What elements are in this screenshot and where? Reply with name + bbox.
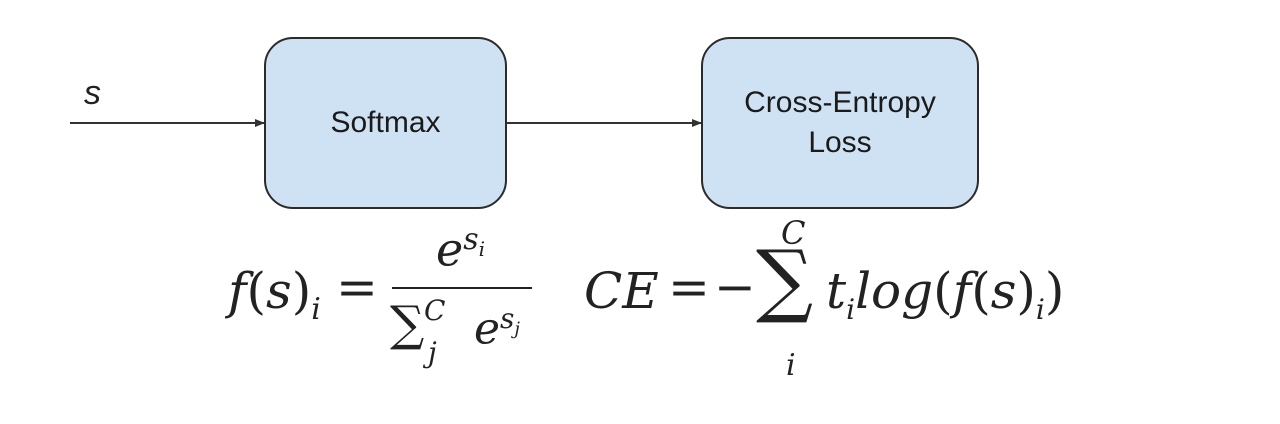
softmax-label-text: Softmax — [330, 105, 441, 139]
ce-equals: = — [668, 258, 710, 316]
ce-log: log — [855, 262, 934, 320]
ce-f: f — [952, 262, 972, 320]
softmax-label: Softmax — [265, 38, 506, 208]
ce-lhs: CE — [584, 262, 659, 320]
denominator-sum-upper: C — [424, 294, 446, 327]
softmax-lhs: f(s)i — [228, 262, 321, 327]
ce-sum-lower: i — [786, 348, 796, 383]
softmax-numerator: esi — [436, 222, 485, 276]
softmax-lhs-open: ( — [246, 262, 267, 320]
cross-entropy-box — [701, 37, 979, 209]
ce-minus: − — [714, 258, 756, 316]
ce-paren-open: ( — [933, 262, 953, 320]
ce-t: t — [826, 262, 847, 320]
ce-s: s — [990, 262, 1017, 320]
ce-sum-upper: C — [781, 214, 806, 252]
softmax-lhs-s: s — [266, 262, 292, 320]
softmax-lhs-f: f — [228, 262, 247, 320]
denominator-sum: ∑ — [390, 296, 425, 352]
ce-inner-close: ) — [1016, 262, 1036, 320]
input-label: s — [84, 74, 101, 112]
denominator-sup: sj — [500, 302, 521, 340]
softmax-equals: = — [336, 258, 378, 316]
denominator-base: e — [474, 303, 501, 355]
ce-sum: ∑ — [756, 233, 814, 326]
numerator-base: e — [436, 222, 464, 277]
denominator-exp: esj — [474, 302, 520, 355]
cross-entropy-label-line1: Cross-Entropy — [744, 85, 936, 119]
cross-entropy-label-line2: Loss — [808, 126, 872, 159]
ce-rhs: tilog(f(s)i) — [826, 262, 1064, 326]
ce-t-sub: i — [846, 293, 856, 326]
numerator-sup: si — [463, 222, 486, 261]
fraction-bar — [392, 287, 532, 289]
cross-entropy-label: Cross-Entropy Loss — [702, 38, 978, 208]
softmax-lhs-close: ) — [291, 262, 312, 320]
softmax-lhs-sub: i — [311, 292, 321, 327]
ce-inner-open: ( — [971, 262, 991, 320]
ce-paren-close: ) — [1044, 262, 1065, 320]
ce-f-sub: i — [1035, 293, 1045, 326]
denominator-sum-lower: j — [428, 336, 437, 369]
